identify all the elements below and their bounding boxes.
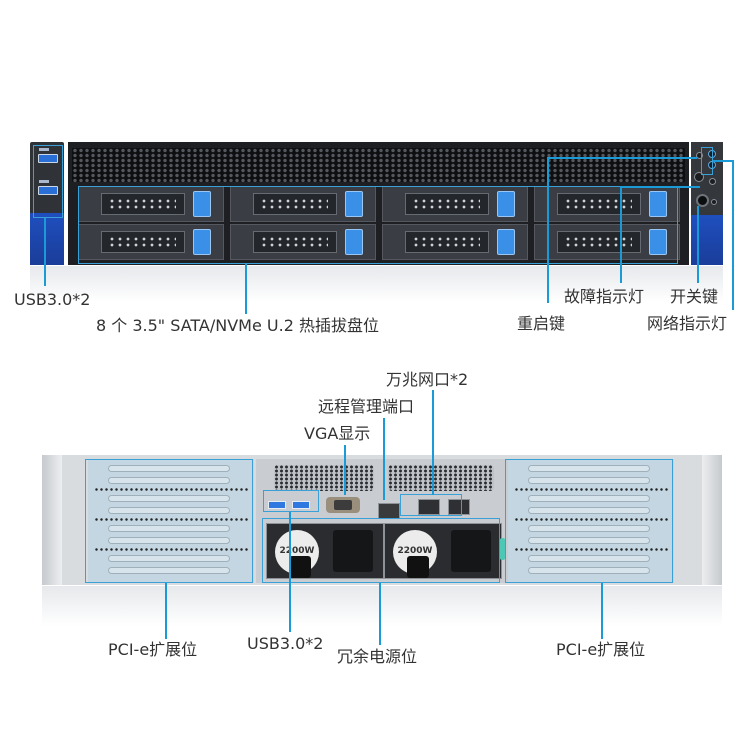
leader-line (344, 445, 346, 495)
psu-2-wattage: 2200W (397, 546, 433, 556)
usb-logo-icon (39, 180, 49, 183)
vga-port (326, 497, 360, 513)
psu-status-tab (500, 538, 505, 560)
label-rear-usb: USB3.0*2 (247, 634, 324, 653)
drive-bay (78, 186, 224, 222)
rear-io-section: 2200W 2200W (256, 459, 508, 583)
id-button-icon (694, 172, 704, 182)
left-ear-blue-trim (30, 213, 64, 265)
pcie-slots-right (508, 459, 674, 583)
power-button-icon (696, 194, 709, 207)
label-ten-gig-ports: 万兆网口*2 (386, 370, 469, 389)
label-pcie-right: PCI-e扩展位 (556, 640, 646, 659)
label-vga: VGA显示 (304, 424, 371, 443)
rear-right-ear (702, 455, 722, 585)
psu-highlight (262, 518, 500, 583)
front-reflection (30, 266, 723, 302)
server-front-view (30, 142, 723, 265)
rear-reflection (42, 586, 722, 626)
label-fault-led: 故障指示灯 (564, 287, 645, 306)
leader-line (601, 583, 603, 639)
leader-line (44, 218, 46, 286)
drive-bay (382, 186, 528, 222)
label-power-button: 开关键 (670, 287, 719, 306)
drive-latch-icon (497, 191, 515, 217)
label-pcie-left: PCI-e扩展位 (108, 640, 198, 659)
leader-line (732, 160, 734, 310)
drive-bays-highlight (78, 186, 678, 264)
ten-gig-highlight (400, 494, 462, 516)
leader-line (289, 512, 291, 632)
drive-latch-icon (649, 229, 667, 255)
leader-line (432, 390, 434, 495)
network-led-highlight (701, 147, 713, 175)
rear-vent (388, 465, 494, 491)
psu-handle (289, 556, 311, 578)
psu-2: 2200W (384, 523, 505, 579)
leader-line (697, 206, 699, 283)
rear-vent (274, 465, 374, 491)
drive-latch-icon (345, 191, 363, 217)
label-drive-bays: 8 个 3.5" SATA/NVMe U.2 热插拔盘位 (96, 316, 379, 335)
leader-line (620, 186, 700, 188)
leader-line (547, 157, 549, 303)
drive-bay (78, 224, 224, 260)
rear-usb-port-1 (268, 501, 286, 509)
drive-latch-icon (193, 191, 211, 217)
right-ear-blue-trim (691, 215, 723, 265)
drive-latch-icon (497, 229, 515, 255)
rear-usb-highlight (263, 490, 319, 512)
drive-bay (382, 224, 528, 260)
front-vent-grille (72, 148, 685, 182)
usb-logo-icon (39, 148, 49, 151)
front-chassis (68, 142, 689, 265)
psu-1-wattage: 2200W (279, 546, 315, 556)
leader-line (245, 264, 247, 314)
hdd-led-icon (711, 199, 717, 205)
drive-bay (230, 186, 376, 222)
pcie-left-highlight (85, 459, 253, 583)
label-redundant-psu: 冗余电源位 (337, 647, 418, 666)
pcie-right-highlight (505, 459, 673, 583)
server-rear-view: 2200W 2200W (42, 455, 722, 585)
label-front-usb: USB3.0*2 (14, 290, 91, 309)
psu-handle (407, 556, 429, 578)
power-inlet (451, 530, 491, 572)
leader-line (547, 157, 697, 159)
ten-gig-port-2 (448, 499, 470, 515)
leader-line (165, 583, 167, 639)
pcie-slots-left (88, 459, 254, 583)
drive-latch-icon (193, 229, 211, 255)
psu-1: 2200W (266, 523, 384, 579)
drive-latch-icon (649, 191, 667, 217)
label-network-led: 网络指示灯 (647, 314, 728, 333)
fault-led-icon (709, 178, 716, 185)
drive-bay (230, 224, 376, 260)
label-reset-button: 重启键 (517, 314, 566, 333)
label-remote-mgmt: 远程管理端口 (318, 397, 415, 416)
rear-usb-port-2 (292, 501, 310, 509)
leader-line (383, 418, 385, 500)
power-inlet (333, 530, 373, 572)
rear-left-ear (42, 455, 62, 585)
front-usb-port-2 (38, 186, 58, 195)
front-left-ear (30, 142, 64, 265)
ten-gig-port-1 (418, 499, 440, 515)
leader-line (379, 583, 381, 645)
drive-latch-icon (345, 229, 363, 255)
leader-line (713, 160, 733, 162)
leader-line (620, 186, 622, 283)
front-right-ear (691, 142, 723, 265)
front-usb-highlight (33, 145, 63, 218)
front-usb-port-1 (38, 154, 58, 163)
mgmt-port (378, 503, 400, 519)
reset-button-icon (696, 152, 703, 159)
